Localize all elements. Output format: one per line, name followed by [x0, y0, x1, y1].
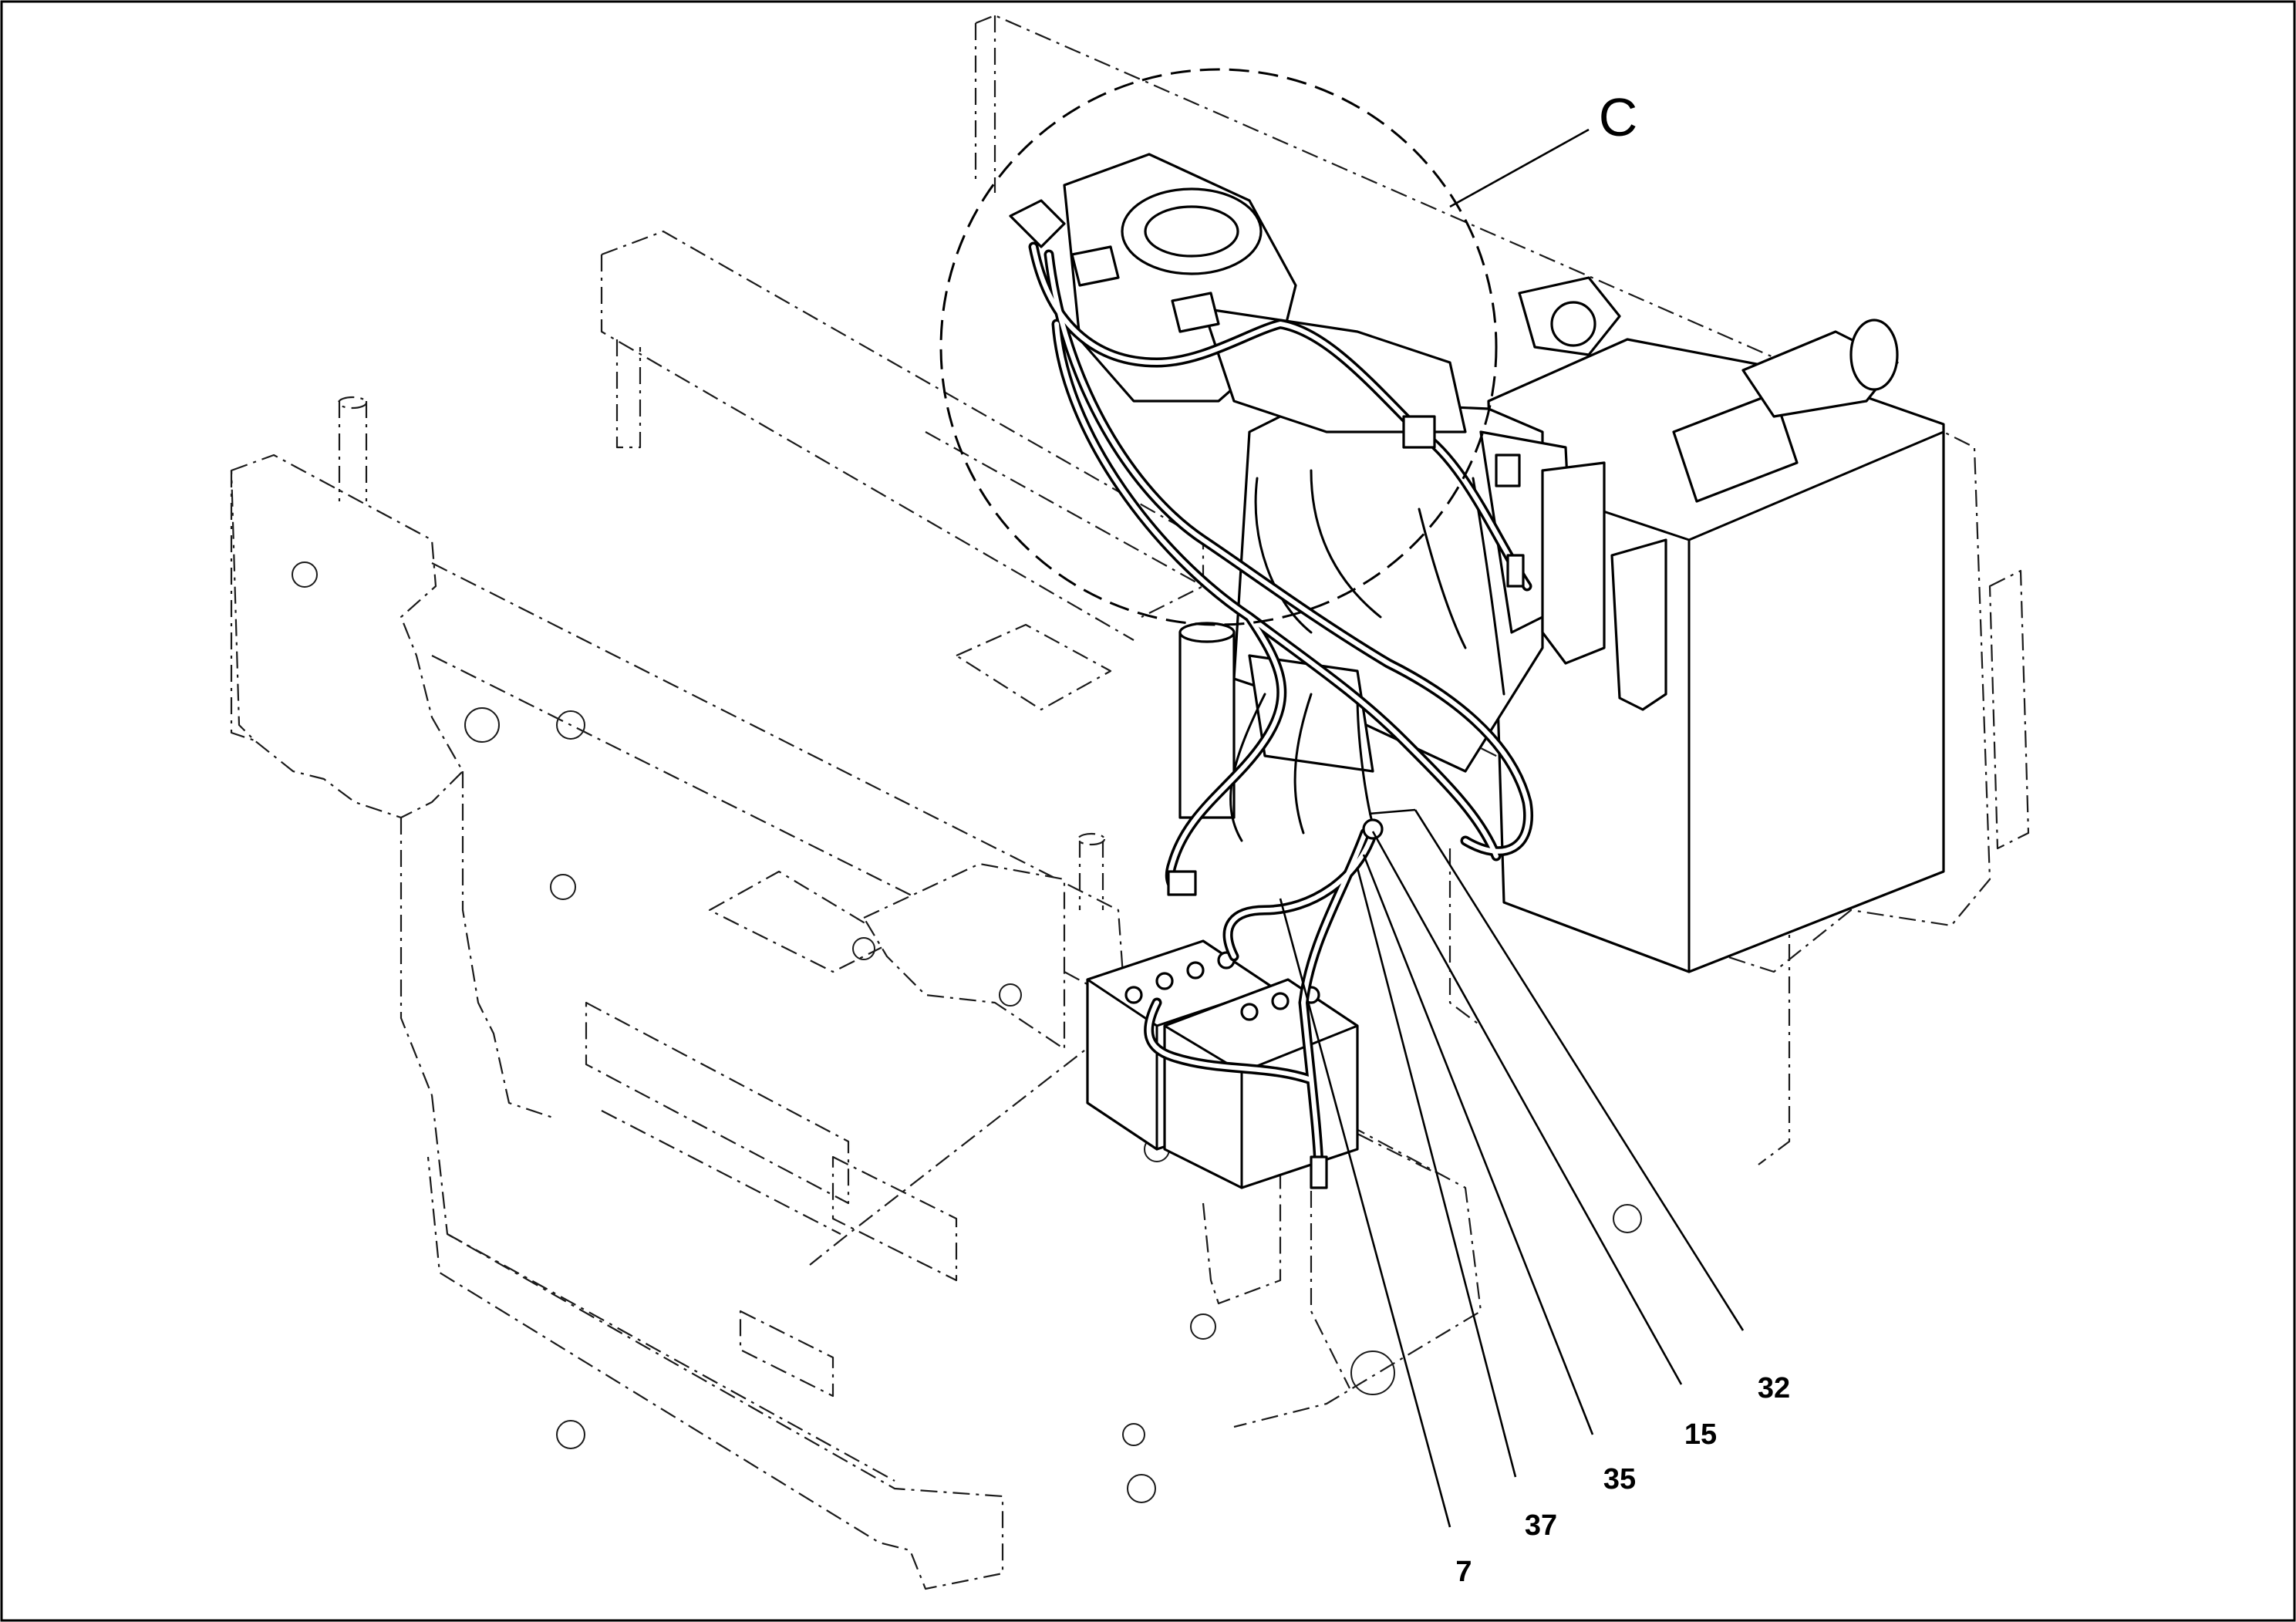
detail-circle: [939, 68, 1498, 626]
detail-leader: [1449, 128, 1590, 208]
wiring-harness: [1009, 199, 1533, 1189]
callout-32: 32: [1758, 1372, 1790, 1404]
callout-leaders: [1279, 808, 1745, 1528]
callout-35: 35: [1603, 1463, 1636, 1496]
callout-15: 15: [1684, 1418, 1717, 1451]
callouts: 32 15 35 37 7: [1455, 1372, 1790, 1588]
callout-7: 7: [1455, 1556, 1472, 1588]
callout-37: 37: [1525, 1509, 1557, 1542]
detail-c: C: [939, 68, 1638, 626]
frame-holes: [292, 561, 1642, 1503]
engine-assembly: [1063, 153, 1945, 973]
detail-label: C: [1599, 87, 1638, 147]
